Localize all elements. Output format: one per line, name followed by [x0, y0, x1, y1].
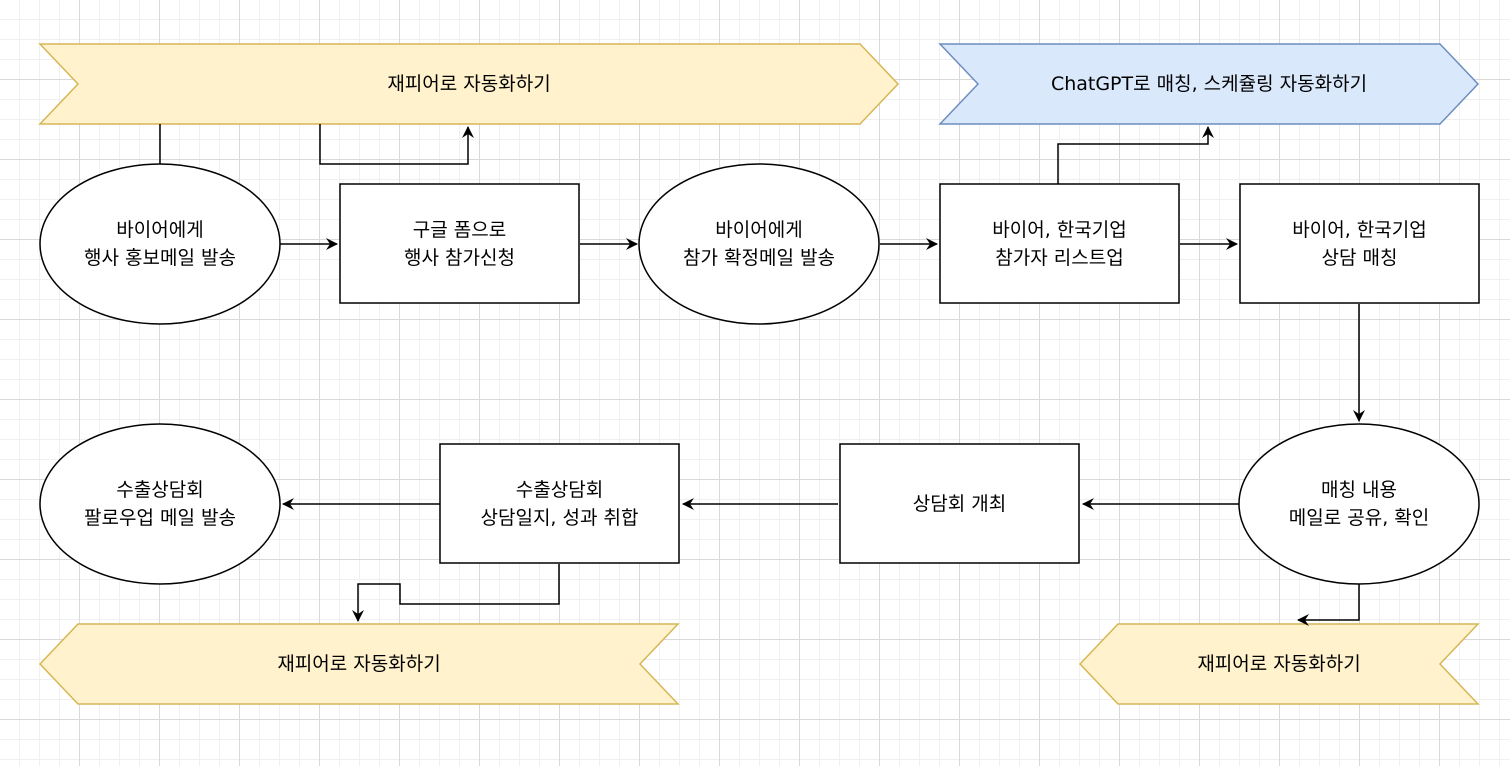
node-matching[interactable] — [1239, 183, 1480, 304]
node-buyer-confirm-email[interactable] — [638, 163, 880, 325]
chatgpt-banner-top[interactable] — [938, 43, 1480, 125]
edge-form-to-zapier-top — [319, 124, 474, 165]
edge-log-to-zapier-bottom — [352, 564, 560, 622]
node-meeting-log[interactable] — [439, 443, 680, 564]
zapier-banner-bottom-left[interactable] — [38, 623, 680, 705]
node-followup-email[interactable] — [39, 423, 281, 585]
node-participant-list[interactable] — [939, 183, 1180, 304]
zapier-banner-bottom-right[interactable] — [1078, 623, 1480, 705]
node-buyer-promo-email[interactable] — [39, 163, 281, 325]
node-google-form[interactable] — [339, 183, 580, 304]
edge-list-to-chatgpt — [1057, 126, 1214, 184]
node-meeting-held[interactable] — [839, 443, 1080, 564]
node-matching-email[interactable] — [1238, 423, 1480, 585]
edge-email-to-zapier-bottom — [1297, 584, 1360, 626]
zapier-banner-top[interactable] — [38, 43, 900, 125]
